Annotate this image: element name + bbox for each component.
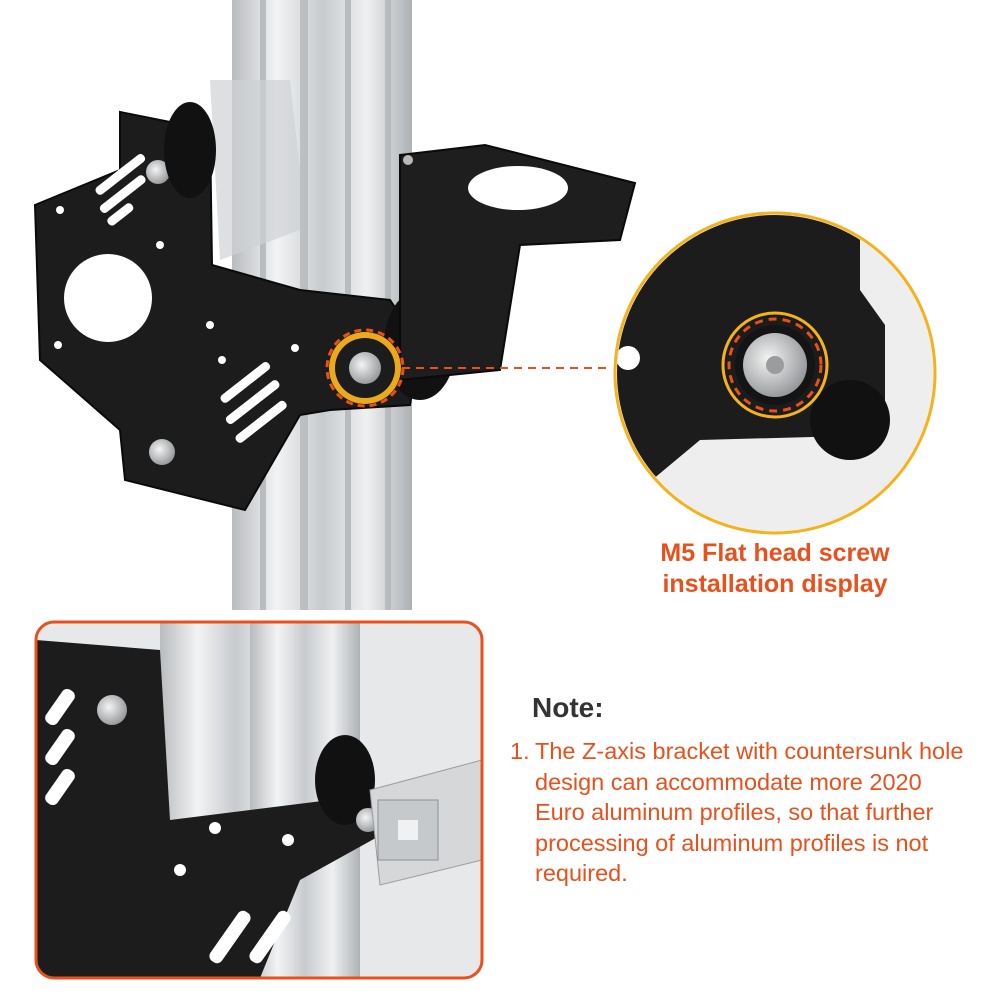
- note-line: The Z-axis bracket with countersunk hole: [535, 738, 964, 764]
- note-item: 1. The Z-axis bracket with countersunk h…: [510, 736, 980, 889]
- callout-line-1: M5 Flat head screw: [660, 539, 890, 567]
- note-item-number: 1.: [510, 738, 530, 764]
- note-line: Euro aluminum profiles, so that further: [535, 799, 934, 825]
- zoom-callout-circle: [613, 211, 937, 535]
- motor-mount-bracket: [399, 143, 637, 382]
- note-title: Note:: [532, 692, 604, 723]
- z-axis-bracket-plate: [33, 110, 422, 512]
- m5-screw-highlight: [325, 328, 610, 408]
- note-list: 1. The Z-axis bracket with countersunk h…: [510, 736, 980, 889]
- note-line: required.: [535, 860, 628, 886]
- callout-line-2: installation display: [662, 570, 888, 598]
- note-line: design can accommodate more 2020: [535, 768, 922, 795]
- screw-callout-caption: M5 Flat head screw installation display: [610, 538, 940, 600]
- note-line: processing of aluminum profiles is not: [535, 829, 929, 856]
- detail-photo-panel: [34, 620, 484, 980]
